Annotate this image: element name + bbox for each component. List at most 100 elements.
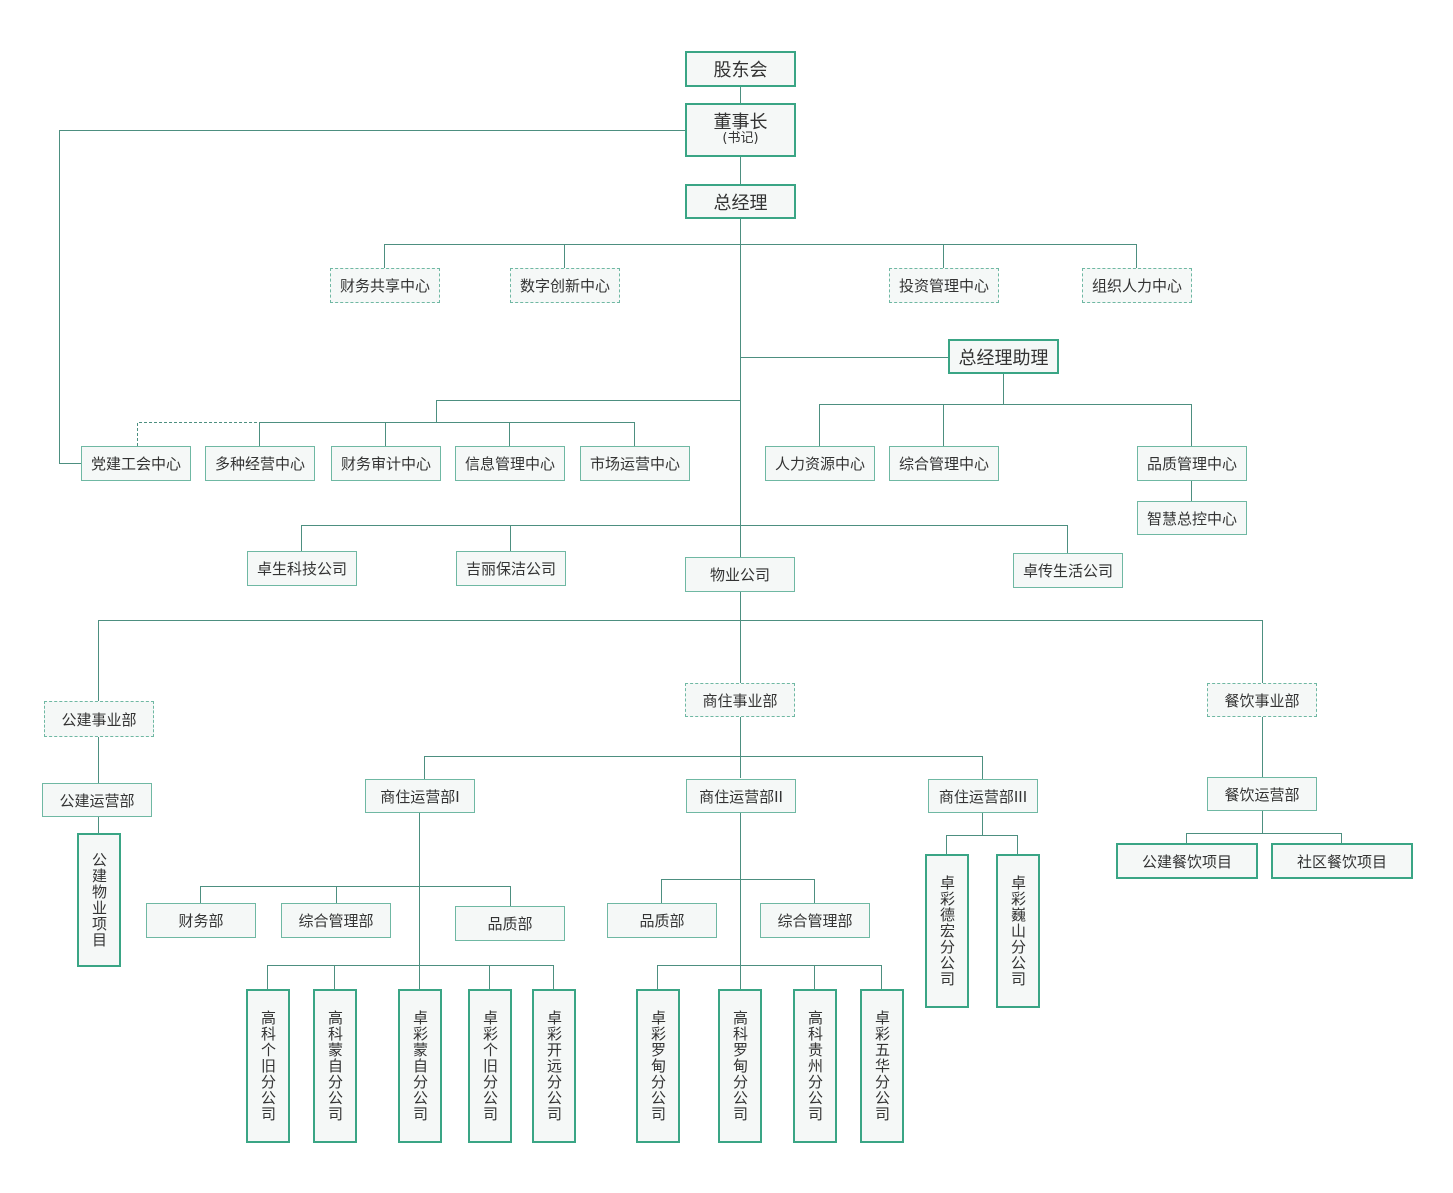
node-investment-mgmt: 投资管理中心 <box>889 268 999 303</box>
node-label: 综合管理部 <box>298 912 374 930</box>
node-label: 商住运营部III <box>938 787 1028 806</box>
node-property-co: 物业公司 <box>685 557 795 592</box>
node-label: 吉丽保洁公司 <box>465 560 556 578</box>
node-zhuocai-dehong: 卓彩德宏分公司 <box>925 854 969 1008</box>
node-sublabel: (书记) <box>722 131 759 146</box>
node-label: 财务共享中心 <box>339 277 430 295</box>
node-catering-bu: 餐饮事业部 <box>1207 683 1317 717</box>
node-label: 数字创新中心 <box>519 277 610 295</box>
node-gaoke-luodian: 高科罗甸分公司 <box>718 989 762 1143</box>
node-label: 高科蒙自分公司 <box>326 1010 344 1122</box>
node-gaoke-guizhou: 高科贵州分公司 <box>793 989 837 1143</box>
node-label: 财务部 <box>178 912 224 930</box>
node-label: 卓彩蒙自分公司 <box>411 1010 429 1122</box>
node-label: 公建餐饮项目 <box>1141 852 1232 871</box>
node-finance-audit: 财务审计中心 <box>331 446 441 481</box>
node-finance-dept: 财务部 <box>146 903 256 938</box>
node-label: 组织人力中心 <box>1091 277 1182 295</box>
node-zhuocai-mengzi: 卓彩蒙自分公司 <box>398 989 442 1143</box>
node-label: 卓彩罗甸分公司 <box>649 1010 667 1122</box>
node-label: 股东会 <box>713 60 768 81</box>
node-commercial-bu: 商住事业部 <box>685 683 795 717</box>
node-general-mgmt-dept-1: 综合管理部 <box>281 903 391 938</box>
node-zhuocai-luodian: 卓彩罗甸分公司 <box>636 989 680 1143</box>
node-zhuocai-kaiyuan: 卓彩开远分公司 <box>532 989 576 1143</box>
node-quality-dept-1: 品质部 <box>455 906 565 941</box>
node-market-ops: 市场运营中心 <box>580 446 690 481</box>
node-zhuochuan-life: 卓传生活公司 <box>1013 553 1123 588</box>
node-label: 公建运营部 <box>59 791 135 810</box>
node-label: 卓传生活公司 <box>1022 562 1113 580</box>
node-comm-ops-1: 商住运营部I <box>365 779 475 813</box>
node-public-bu: 公建事业部 <box>44 701 154 737</box>
node-label: 商住运营部I <box>380 787 460 806</box>
node-quality-dept-2: 品质部 <box>607 903 717 938</box>
node-label: 社区餐饮项目 <box>1296 852 1387 871</box>
node-general-mgmt-dept-2: 综合管理部 <box>760 903 870 938</box>
node-label: 物业公司 <box>709 566 770 584</box>
node-label: 商住运营部II <box>699 787 783 806</box>
node-public-catering: 公建餐饮项目 <box>1116 843 1258 879</box>
node-comm-ops-2: 商住运营部II <box>686 779 796 813</box>
node-zhuosheng-tech: 卓生科技公司 <box>247 551 357 586</box>
node-org-hr: 组织人力中心 <box>1082 268 1192 303</box>
connector <box>436 400 740 446</box>
node-comm-ops-3: 商住运营部III <box>928 779 1038 813</box>
connector <box>59 130 685 464</box>
node-label: 高科罗甸分公司 <box>731 1010 749 1122</box>
node-gaoke-gejiu: 高科个旧分公司 <box>246 989 290 1143</box>
connector <box>1003 404 1192 446</box>
node-label: 卓彩巍山分公司 <box>1009 875 1027 987</box>
node-info-mgmt: 信息管理中心 <box>455 446 565 481</box>
node-label: 党建工会中心 <box>90 455 181 473</box>
node-digital-innovation: 数字创新中心 <box>510 268 620 303</box>
node-label: 卓彩德宏分公司 <box>938 875 956 987</box>
node-jili-cleaning: 吉丽保洁公司 <box>456 551 566 586</box>
node-zhuocai-weishan: 卓彩巍山分公司 <box>996 854 1040 1008</box>
node-label: 品质管理中心 <box>1146 455 1237 473</box>
node-quality-center: 品质管理中心 <box>1137 446 1247 481</box>
node-label: 董事长 <box>713 112 768 133</box>
node-label: 公建事业部 <box>61 710 137 729</box>
node-catering-ops: 餐饮运营部 <box>1207 777 1317 811</box>
node-zhuocai-wuhua: 卓彩五华分公司 <box>860 989 904 1143</box>
node-finance-shared: 财务共享中心 <box>330 268 440 303</box>
node-label: 卓生科技公司 <box>256 560 347 578</box>
node-diversified: 多种经营中心 <box>205 446 315 481</box>
node-gm-assistant: 总经理助理 <box>948 339 1059 374</box>
node-label: 卓彩开远分公司 <box>545 1010 563 1122</box>
node-label: 卓彩五华分公司 <box>873 1010 891 1122</box>
node-public-property-proj: 公建物业项目 <box>77 833 121 967</box>
node-label: 市场运营中心 <box>589 455 680 473</box>
node-gaoke-mengzi: 高科蒙自分公司 <box>313 989 357 1143</box>
node-zhuocai-gejiu: 卓彩个旧分公司 <box>468 989 512 1143</box>
node-gm: 总经理 <box>685 184 796 219</box>
node-party-union: 党建工会中心 <box>81 446 191 481</box>
node-label: 餐饮运营部 <box>1224 785 1300 804</box>
node-label: 信息管理中心 <box>464 455 555 473</box>
node-general-mgmt-center: 综合管理中心 <box>889 446 999 481</box>
node-shareholders: 股东会 <box>685 51 796 87</box>
node-label: 综合管理中心 <box>898 455 989 473</box>
node-label: 公建物业项目 <box>90 852 108 948</box>
node-public-ops: 公建运营部 <box>42 783 152 817</box>
node-label: 人力资源中心 <box>774 455 865 473</box>
node-hr-center: 人力资源中心 <box>765 446 875 481</box>
node-community-catering: 社区餐饮项目 <box>1271 843 1413 879</box>
dashed-connector <box>137 422 259 446</box>
node-label: 投资管理中心 <box>898 277 989 295</box>
node-label: 总经理助理 <box>958 347 1049 369</box>
node-label: 品质部 <box>639 912 685 930</box>
node-label: 综合管理部 <box>777 912 853 930</box>
connector <box>819 374 1004 446</box>
node-label: 商住事业部 <box>702 691 778 710</box>
node-label: 品质部 <box>487 915 533 933</box>
node-label: 高科贵州分公司 <box>806 1010 824 1122</box>
node-label: 多种经营中心 <box>214 455 305 473</box>
node-label: 餐饮事业部 <box>1224 691 1300 710</box>
node-label: 高科个旧分公司 <box>259 1010 277 1122</box>
node-smart-control: 智慧总控中心 <box>1137 501 1247 535</box>
node-label: 智慧总控中心 <box>1146 509 1237 528</box>
